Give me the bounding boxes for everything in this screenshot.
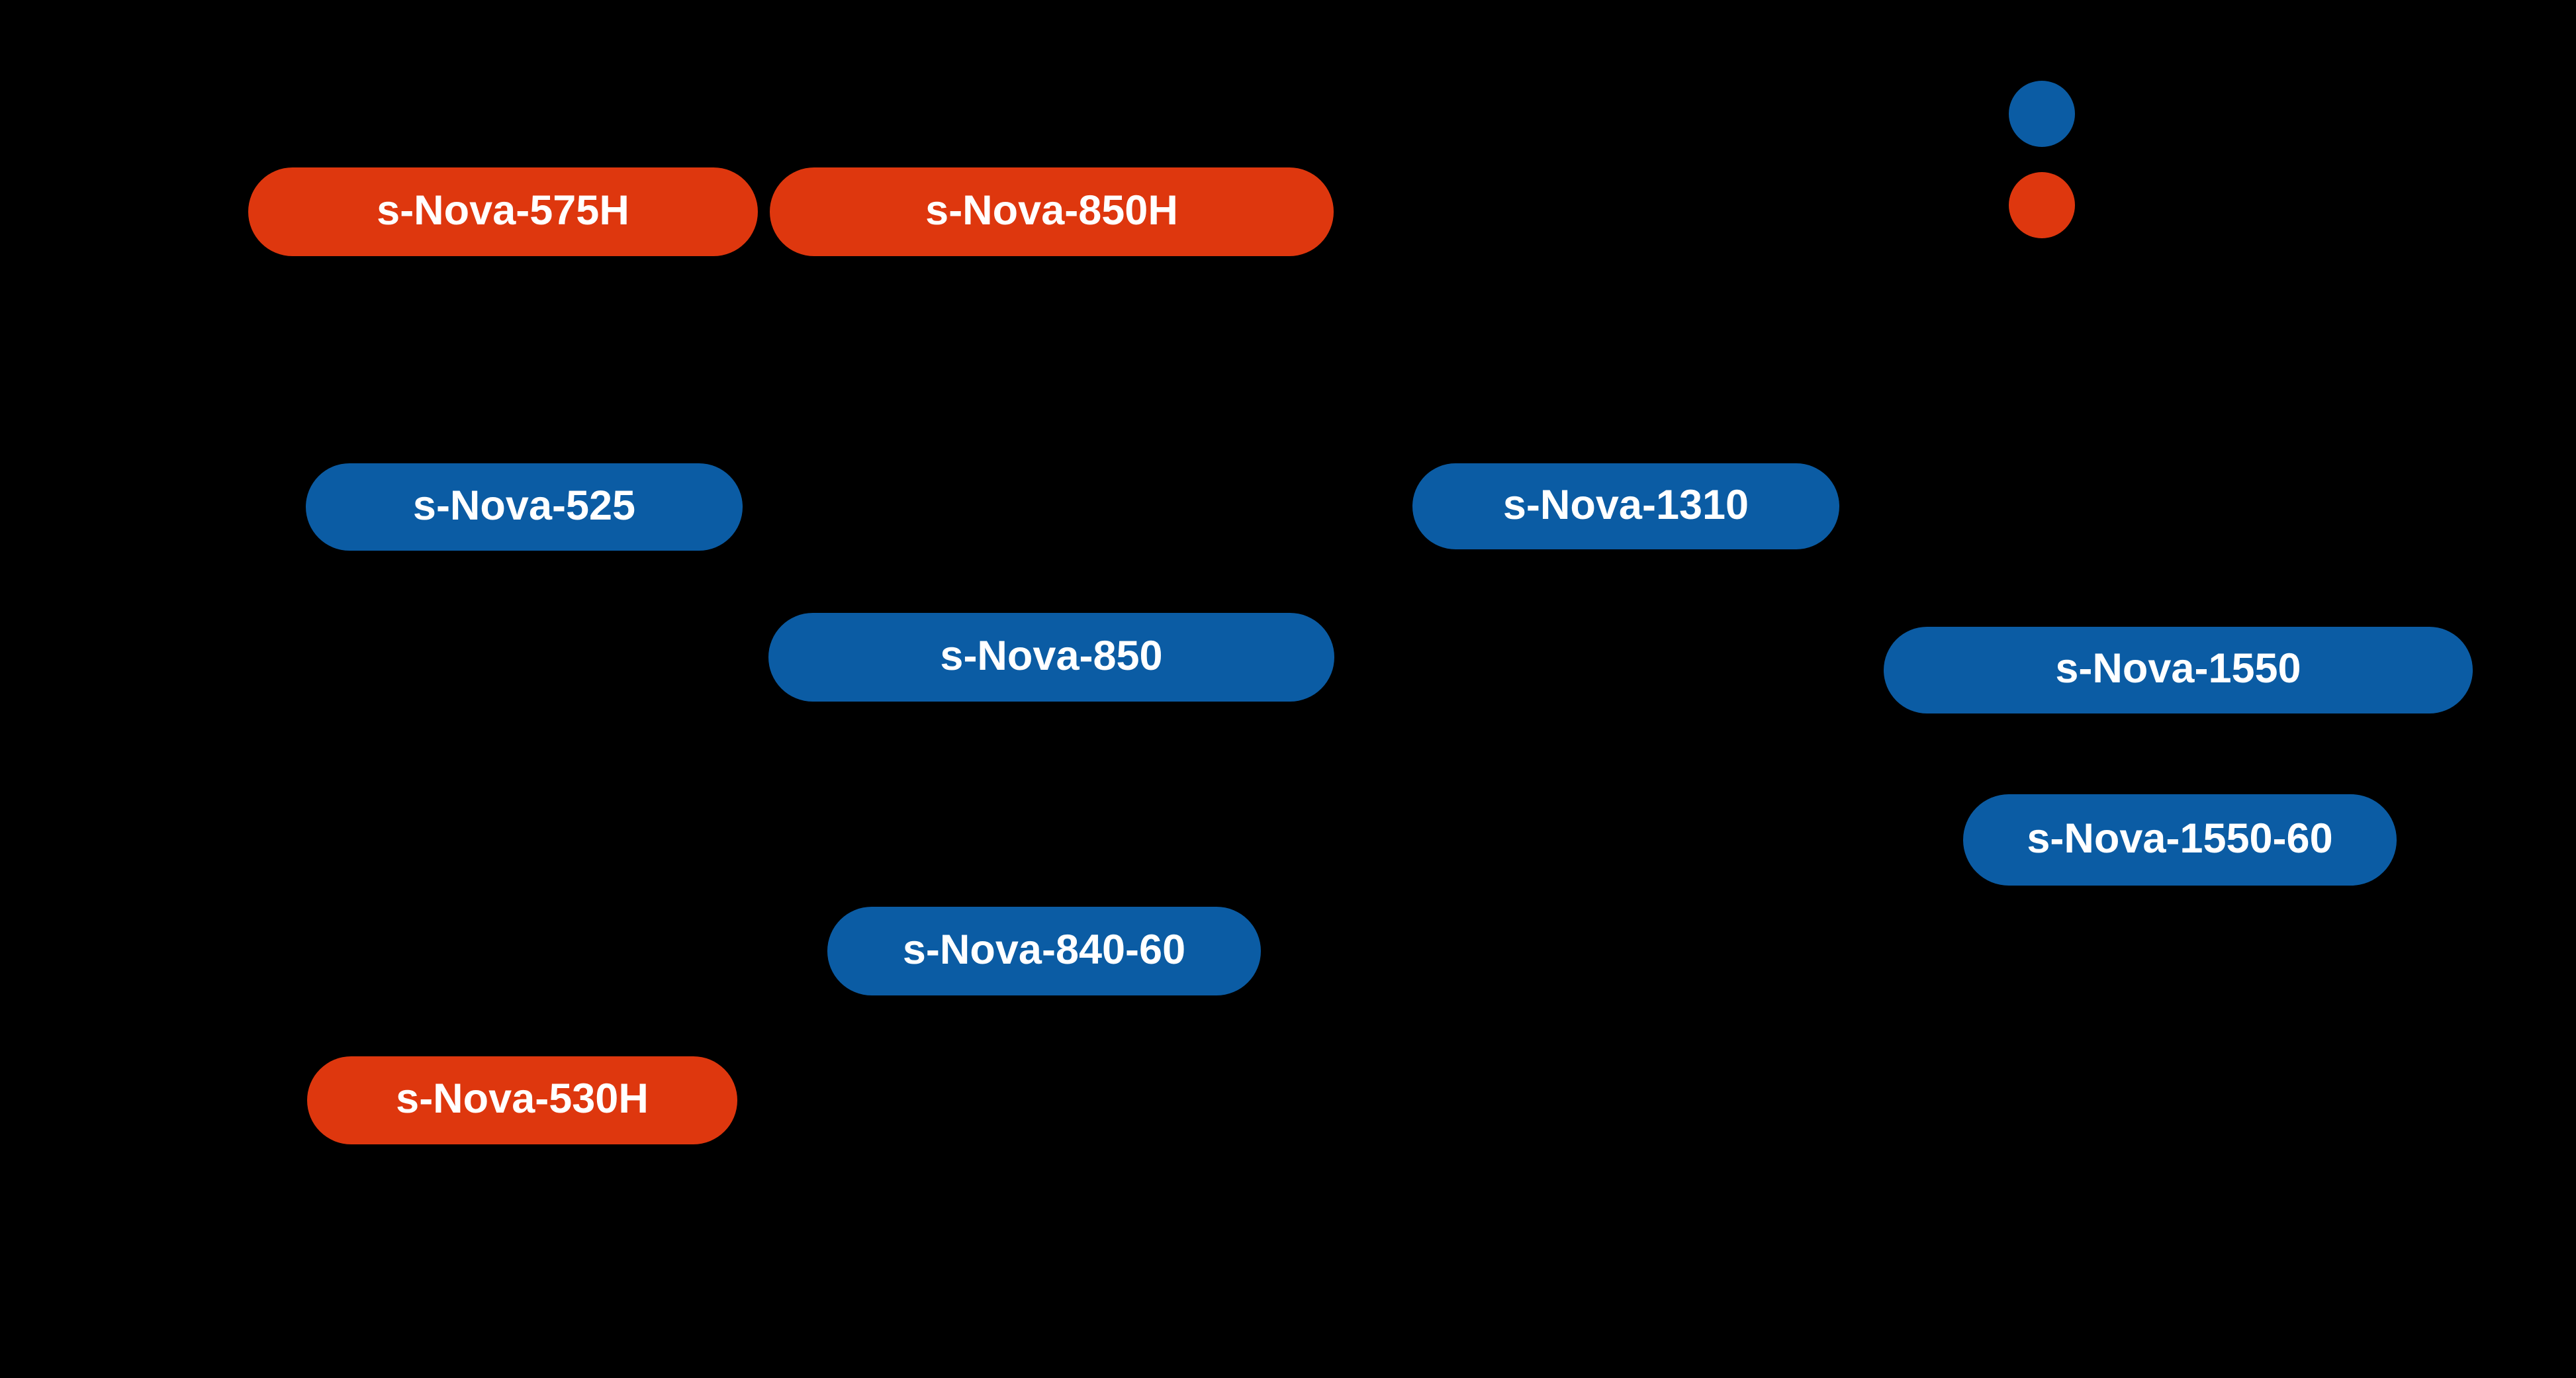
legend-dot-blue-icon xyxy=(2009,81,2075,147)
product-node-s-nova-1550: s-Nova-1550 xyxy=(1884,627,2473,713)
product-label: s-Nova-850 xyxy=(940,632,1163,679)
product-node-s-nova-1550-60: s-Nova-1550-60 xyxy=(1963,794,2397,886)
product-label: s-Nova-575H xyxy=(377,187,629,234)
product-node-s-nova-525: s-Nova-525 xyxy=(306,463,743,551)
product-label: s-Nova-850H xyxy=(925,187,1178,234)
product-node-s-nova-850h: s-Nova-850H xyxy=(770,167,1334,256)
product-node-s-nova-850: s-Nova-850 xyxy=(768,613,1334,702)
product-node-s-nova-840-60: s-Nova-840-60 xyxy=(827,907,1261,995)
product-label: s-Nova-530H xyxy=(396,1076,649,1122)
product-node-s-nova-1310: s-Nova-1310 xyxy=(1412,463,1839,549)
product-label: s-Nova-1310 xyxy=(1502,481,1749,528)
product-label: s-Nova-840-60 xyxy=(902,926,1186,973)
product-label: s-Nova-1550-60 xyxy=(2027,815,2333,862)
product-label: s-Nova-525 xyxy=(412,482,636,529)
product-label: s-Nova-1550 xyxy=(2055,645,2301,692)
product-node-s-nova-530h: s-Nova-530H xyxy=(307,1056,737,1144)
legend-dot-red-icon xyxy=(2009,172,2075,238)
product-node-s-nova-575h: s-Nova-575H xyxy=(248,167,758,256)
